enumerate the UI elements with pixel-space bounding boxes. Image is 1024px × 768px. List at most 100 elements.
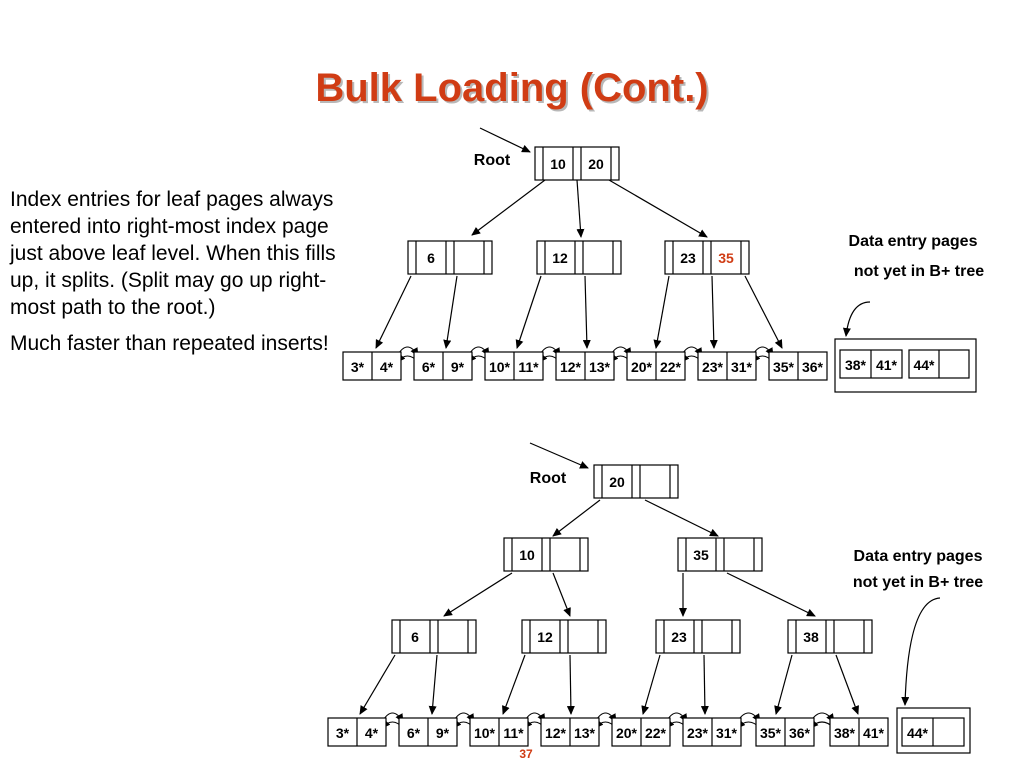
child-pointer: [835, 654, 859, 715]
data-entry: 35*: [773, 359, 795, 375]
index-node-bottom-l1-1: 10: [503, 537, 589, 572]
index-key: 23: [671, 629, 687, 645]
leaf-page-top-2: 6* 9*: [413, 351, 473, 381]
data-entry: 6*: [407, 725, 421, 741]
root-node-bottom: 20: [593, 464, 679, 499]
index-key: 6: [427, 250, 435, 266]
leaf-page-bottom-8: 38*41*: [829, 717, 889, 747]
child-pointer: [552, 499, 601, 537]
data-entry: 20*: [616, 725, 638, 741]
leaf-page-bottom-3: 10* 11*: [469, 717, 529, 747]
leaf-page-top-5: 20* 22*: [626, 351, 686, 381]
child-pointer: [644, 499, 719, 537]
pending-pages-frame-bottom: [896, 707, 971, 754]
pending-label-bottom-line1: Data entry pages: [854, 548, 983, 565]
index-key: 10: [519, 547, 535, 563]
leaf-page-bottom-2: 6*9*: [398, 717, 458, 747]
index-node-top-1: 6: [407, 240, 493, 275]
data-entry: 20*: [631, 359, 653, 375]
pending-pointer-top: [842, 301, 871, 337]
index-key: 35: [693, 547, 709, 563]
data-entry: 6*: [422, 359, 436, 375]
child-pointer: [582, 275, 591, 349]
data-entry: 9*: [451, 359, 465, 375]
leaf-page-bottom-1: 3* 4*: [327, 717, 387, 747]
index-key: 23: [680, 250, 696, 266]
child-pointer: [428, 654, 438, 715]
slide-title: Bulk Loading (Cont.): [315, 66, 709, 110]
child-pointer: [709, 275, 718, 349]
root-pointer-bottom: [529, 442, 589, 469]
child-pointer: [471, 179, 546, 236]
child-pointer: [774, 654, 793, 715]
index-key: 10: [550, 156, 566, 172]
child-pointer: [744, 275, 783, 349]
data-entry: 10*: [489, 359, 511, 375]
data-entry: 3*: [351, 359, 365, 375]
root-label-top: Root: [474, 152, 511, 169]
data-entry: 3*: [336, 725, 350, 741]
index-node-bottom-l2-3: 23: [655, 619, 741, 654]
pending-label-top-line1: Data entry pages: [849, 233, 978, 250]
data-entry: 13*: [589, 359, 611, 375]
leaf-page-top-1: 3* 4*: [342, 351, 402, 381]
body-paragraph-2: Much faster than repeated inserts!: [10, 332, 329, 355]
data-entry: 41*: [863, 725, 885, 741]
data-entry: 4*: [380, 359, 394, 375]
index-node-bottom-l2-4: 38: [787, 619, 873, 654]
data-entry: 36*: [802, 359, 824, 375]
data-entry: 23*: [702, 359, 724, 375]
data-entry: 4*: [365, 725, 379, 741]
data-entry: 22*: [660, 359, 682, 375]
index-node-bottom-l2-1: 6: [391, 619, 477, 654]
pending-label-bottom-line2: not yet in B+ tree: [853, 574, 983, 591]
leaf-page-bottom-6: 23* 31*: [682, 717, 742, 747]
child-pointer: [375, 275, 412, 349]
child-pointer: [443, 275, 458, 349]
leaf-page-bottom-4: 12* 13*: [540, 717, 600, 747]
index-node-top-2: 12: [536, 240, 622, 275]
leaf-page-top-4: 12*13*: [555, 351, 615, 381]
index-node-bottom-l1-2: 35: [677, 537, 763, 572]
body-paragraph-1: Index entries for leaf pages always ente…: [10, 188, 336, 319]
data-entry: 13*: [574, 725, 596, 741]
data-entry: 44*: [913, 357, 935, 373]
data-entry: 22*: [645, 725, 667, 741]
pending-pages-frame-top: [834, 338, 977, 393]
slide-number: 37: [519, 747, 533, 761]
child-pointer: [700, 654, 709, 715]
body-text: Index entries for leaf pages always ente…: [10, 186, 360, 366]
child-pointer: [566, 654, 575, 715]
data-entry: 36*: [789, 725, 811, 741]
leaf-page-bottom-5: 20* 22*: [611, 717, 671, 747]
data-entry: 10*: [474, 725, 496, 741]
leaf-page-top-6: 23*31*: [697, 351, 757, 381]
child-pointer: [641, 654, 661, 715]
pending-page-top-2: 44*: [908, 349, 970, 379]
pending-page-top-1: 38* 41*: [839, 349, 903, 379]
data-entry: 23*: [687, 725, 709, 741]
data-entry: 38*: [845, 357, 867, 373]
child-pointer: [502, 654, 526, 715]
index-key: 38: [803, 629, 819, 645]
index-key: 6: [411, 629, 419, 645]
data-entry: 44*: [907, 725, 929, 741]
index-key: 20: [609, 474, 625, 490]
data-entry: 11*: [503, 725, 524, 741]
data-entry: 35*: [760, 725, 782, 741]
data-entry: 31*: [716, 725, 738, 741]
leaf-page-top-3: 10* 11*: [484, 351, 544, 381]
child-pointer: [552, 572, 571, 617]
child-pointer: [359, 654, 396, 715]
child-pointer: [576, 179, 585, 238]
root-label-bottom: Root: [530, 470, 567, 487]
child-pointer: [443, 572, 513, 617]
pending-page-bottom-1: 44*: [901, 717, 965, 747]
data-entry: 11*: [518, 359, 539, 375]
data-entry: 12*: [545, 725, 567, 741]
index-key: 35: [718, 250, 734, 266]
data-entry: 41*: [876, 357, 898, 373]
